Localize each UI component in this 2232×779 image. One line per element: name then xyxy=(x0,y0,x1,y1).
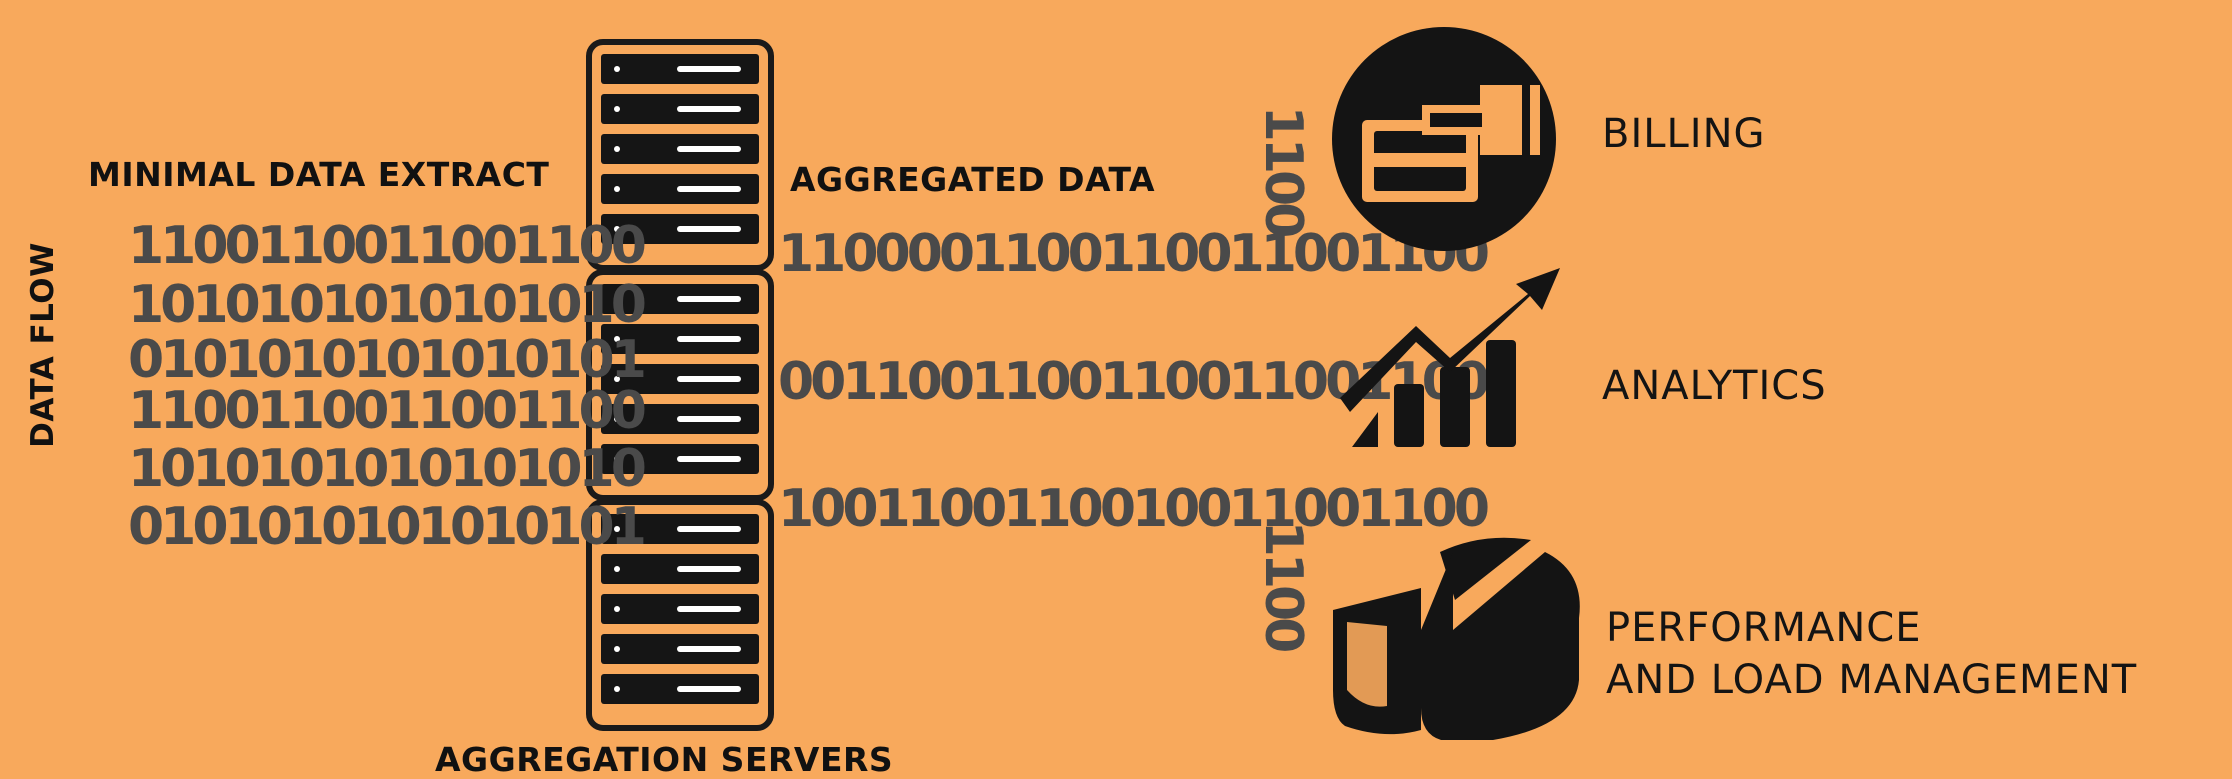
binary-row-left: 0101010101010101 xyxy=(128,330,647,390)
data-flow-label: DATA FLOW xyxy=(25,242,61,448)
analytics-label: ANALYTICS xyxy=(1602,363,1827,409)
server-rack-icon xyxy=(586,39,774,731)
binary-row-left: 0101010101010101 xyxy=(128,497,647,557)
binary-vertical-top: 1100 xyxy=(1253,105,1313,235)
binary-row-left: 1010101010101010 xyxy=(128,275,647,335)
performance-label-line2: AND LOAD MANAGEMENT xyxy=(1606,657,2138,703)
binary-row-left: 1100110011001100 xyxy=(128,216,647,276)
binary-row-left: 1100110011001100 xyxy=(128,381,647,441)
drive-bays xyxy=(601,514,759,704)
minimal-data-extract-label: MINIMAL DATA EXTRACT xyxy=(88,155,550,194)
binary-row-right: 1001100110010011001100 xyxy=(778,479,1490,539)
credit-card-payment-icon xyxy=(1332,27,1556,251)
binary-row-left: 1010101010101010 xyxy=(128,439,647,499)
pie-chart-icon xyxy=(1333,537,1580,740)
server-unit-bottom xyxy=(586,499,774,731)
server-unit-top xyxy=(586,39,774,271)
aggregation-servers-label: AGGREGATION SERVERS xyxy=(435,740,894,779)
performance-label: PERFORMANCE AND LOAD MANAGEMENT xyxy=(1606,602,2137,706)
aggregated-data-label: AGGREGATED DATA xyxy=(790,160,1156,199)
binary-vertical-bottom: 1100 xyxy=(1253,520,1313,650)
drive-bays xyxy=(601,54,759,244)
growth-chart-icon xyxy=(1340,268,1560,447)
server-unit-middle xyxy=(586,269,774,501)
billing-label: BILLING xyxy=(1602,111,1766,157)
binary-row-right: 1100001100110011001100 xyxy=(778,224,1490,284)
performance-label-line1: PERFORMANCE xyxy=(1606,605,1922,651)
drive-bays xyxy=(601,284,759,474)
